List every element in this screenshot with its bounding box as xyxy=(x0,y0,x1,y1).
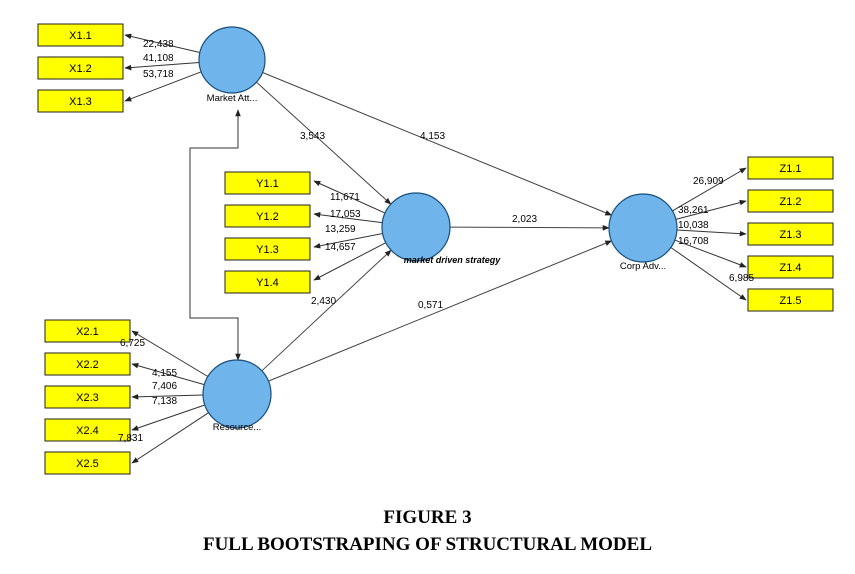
indicator-y1-3: Y1.3 xyxy=(224,237,311,261)
indicator-z1-4: Z1.4 xyxy=(747,255,834,279)
indicator-label: Z1.4 xyxy=(779,262,801,274)
loading-arrow-z1-3 xyxy=(676,229,747,237)
path-res-to-mds xyxy=(261,249,392,372)
loading-arrow-z1-2 xyxy=(675,199,747,220)
path-mds-to-ca xyxy=(449,225,610,231)
latent-market-att: Market Att... xyxy=(198,26,266,104)
loading-value-x2-1: 6,725 xyxy=(120,338,145,349)
indicator-x1-3: X1.3 xyxy=(37,89,124,113)
loading-arrow-x1-1 xyxy=(124,33,200,53)
loading-arrow-x2-5 xyxy=(131,412,209,464)
indicator-label: Y1.4 xyxy=(256,277,279,289)
loading-value-x2-3: 7,406 xyxy=(152,381,177,392)
indicator-label: X2.3 xyxy=(76,392,99,404)
indicator-z1-2: Z1.2 xyxy=(747,189,834,213)
indicator-label: Z1.2 xyxy=(779,196,801,208)
loading-value-x1-2: 41,108 xyxy=(143,53,174,64)
path-value-res-to-mds: 2,430 xyxy=(311,296,336,307)
path-ma-to-mds xyxy=(256,81,392,205)
indicator-label: Y1.1 xyxy=(256,178,279,190)
indicator-label: X2.5 xyxy=(76,458,99,470)
loading-value-z1-5: 6,985 xyxy=(729,273,754,284)
loading-value-z1-4: 16,708 xyxy=(678,236,709,247)
path-res-to-ca xyxy=(268,240,613,382)
indicator-label: X2.1 xyxy=(76,326,99,338)
indicator-z1-1: Z1.1 xyxy=(747,156,834,180)
loading-value-z1-2: 38,261 xyxy=(678,205,709,216)
latent-label: Market Att... xyxy=(207,93,258,104)
indicator-y1-1: Y1.1 xyxy=(224,171,311,195)
latent-label: Resource... xyxy=(213,422,262,433)
latent-circle xyxy=(608,193,678,263)
indicator-y1-4: Y1.4 xyxy=(224,270,311,294)
loading-arrow-y1-3 xyxy=(313,233,383,249)
indicator-label: X1.1 xyxy=(69,30,92,42)
latent-circle xyxy=(202,359,272,429)
loading-value-x2-4: 7,138 xyxy=(152,396,177,407)
loading-value-z1-1: 26,909 xyxy=(693,176,724,187)
indicator-x1-1: X1.1 xyxy=(37,23,124,47)
indicator-x2-4: X2.4 xyxy=(44,418,131,442)
loading-arrow-x1-2 xyxy=(124,61,200,71)
path-value-res-to-ca: 0,571 xyxy=(418,300,443,311)
latent-circle xyxy=(198,26,266,94)
indicator-label: Z1.5 xyxy=(779,295,801,307)
loading-value-x2-2: 4,155 xyxy=(152,368,177,379)
indicator-label: X1.2 xyxy=(69,63,92,75)
loading-value-y1-2: 17,053 xyxy=(330,209,361,220)
structural-model-diagram: X1.1X1.2X1.3Y1.1Y1.2Y1.3Y1.4 Z1.1Z1.2Z1.3… xyxy=(37,23,834,475)
indicator-x2-3: X2.3 xyxy=(44,385,131,409)
path-value-ma-to-ca: 4,153 xyxy=(420,131,445,142)
loading-value-x1-3: 53,718 xyxy=(143,69,174,80)
latent-circle xyxy=(381,192,451,262)
indicator-x2-5: X2.5 xyxy=(44,451,131,475)
loading-arrow-z1-4 xyxy=(674,239,747,268)
indicator-label: Y1.3 xyxy=(256,244,279,256)
loading-arrow-y1-4 xyxy=(313,242,387,281)
indicator-label: X2.2 xyxy=(76,359,99,371)
path-value-mds-to-ca: 2,023 xyxy=(512,214,537,225)
latent-market-driven-strategy: market driven strategy xyxy=(381,192,502,265)
loading-arrow-x2-4 xyxy=(131,404,206,431)
path-ma-to-ca xyxy=(262,72,613,216)
loading-arrow-y1-2 xyxy=(313,212,383,224)
indicator-z1-3: Z1.3 xyxy=(747,222,834,246)
indicator-label: X1.3 xyxy=(69,96,92,108)
covariance-connector xyxy=(189,109,241,361)
path-value-ma-to-mds: 3,543 xyxy=(300,131,325,142)
loading-value-y1-1: 11,671 xyxy=(330,192,360,203)
figure-number: FIGURE 3 xyxy=(383,507,472,528)
indicator-label: Z1.3 xyxy=(779,229,801,241)
indicator-x2-2: X2.2 xyxy=(44,352,131,376)
indicator-x2-1: X2.1 xyxy=(44,319,131,343)
latent-resource: Resource... xyxy=(202,359,272,433)
indicator-label: Z1.1 xyxy=(779,163,801,175)
loading-arrow-x2-1 xyxy=(131,330,209,377)
loading-arrow-z1-5 xyxy=(670,247,747,301)
loading-arrow-x2-2 xyxy=(131,363,205,386)
indicator-z1-5: Z1.5 xyxy=(747,288,834,312)
loading-arrow-x2-3 xyxy=(131,394,204,400)
loading-value-x1-1: 22,438 xyxy=(143,39,174,50)
latent-label: Corp Adv... xyxy=(620,261,666,272)
loading-value-z1-3: 10,038 xyxy=(678,220,709,231)
loading-value-y1-4: 14,657 xyxy=(325,242,356,253)
loading-arrow-y1-1 xyxy=(313,180,386,214)
loading-arrow-x1-3 xyxy=(124,71,202,102)
indicator-x1-2: X1.2 xyxy=(37,56,124,80)
indicator-label: X2.4 xyxy=(76,425,99,437)
indicator-label: Y1.2 xyxy=(256,211,279,223)
latent-corp-adv: Corp Adv... xyxy=(608,193,678,272)
loading-value-y1-3: 13,259 xyxy=(325,224,356,235)
loading-arrow-z1-1 xyxy=(672,167,747,212)
loading-value-x2-5: 7,831 xyxy=(118,433,143,444)
figure-title: FULL BOOTSTRAPING OF STRUCTURAL MODEL xyxy=(202,534,653,555)
indicator-y1-2: Y1.2 xyxy=(224,204,311,228)
latent-label: market driven strategy xyxy=(404,255,502,265)
